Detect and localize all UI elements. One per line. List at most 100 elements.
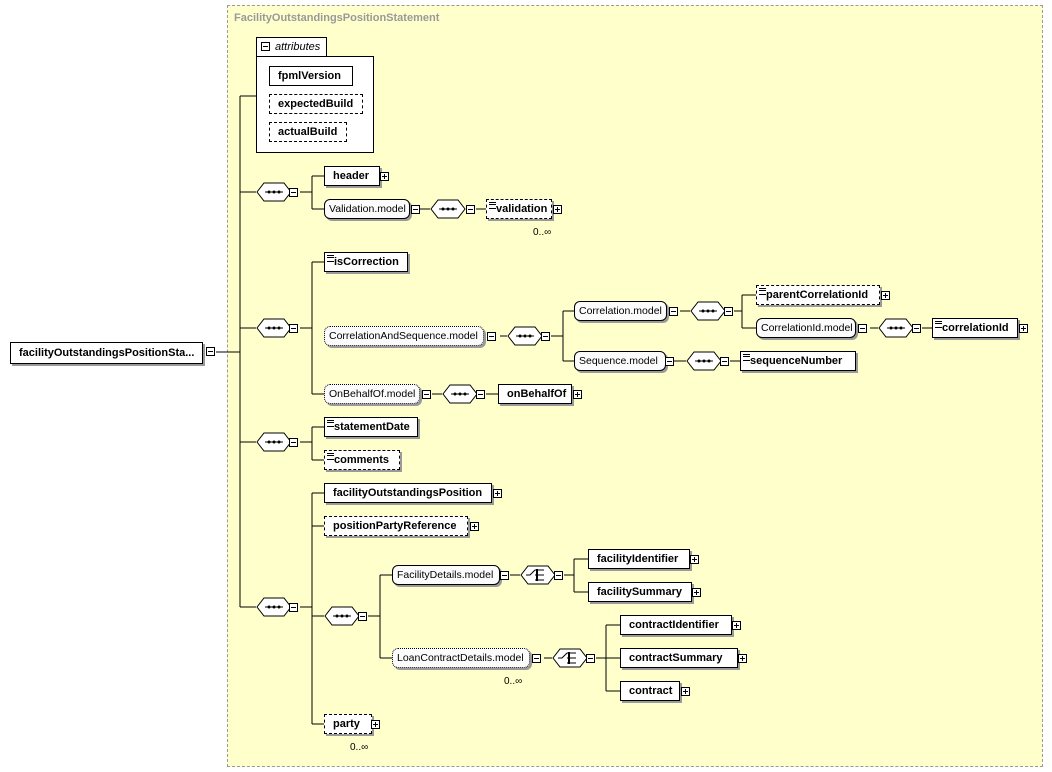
element-comments[interactable]: comments <box>324 450 400 470</box>
element-party[interactable]: party <box>324 714 372 734</box>
element-validation-label: validation <box>496 203 548 215</box>
choice-compositor-loancontract[interactable] <box>552 648 588 668</box>
element-correlationid-label: correlationId <box>942 322 1009 334</box>
expand-toggle-onbehalfof[interactable] <box>573 390 582 399</box>
group-loancontractdetails-model[interactable]: LoanContractDetails.model <box>392 648 530 668</box>
sequence-compositor-3[interactable] <box>256 432 292 452</box>
collapse-toggle-onbehalfof-seq[interactable] <box>476 390 485 399</box>
group-validation-model-label: Validation.model <box>329 203 406 215</box>
element-contractsummary-label: contractSummary <box>629 652 723 664</box>
collapse-toggle-onbehalfof-model[interactable] <box>422 390 431 399</box>
sequence-compositor-4[interactable] <box>256 597 292 617</box>
group-facilitydetails-model-label: FacilityDetails.model <box>397 569 494 581</box>
group-correlation-model[interactable]: Correlation.model <box>574 301 667 321</box>
element-correlationid[interactable]: correlationId <box>932 318 1018 338</box>
sequence-compositor-5[interactable] <box>324 606 360 626</box>
collapse-toggle-correlationid-model[interactable] <box>858 324 867 333</box>
element-contract[interactable]: contract <box>620 681 680 701</box>
group-correlationid-model[interactable]: CorrelationId.model <box>756 318 856 338</box>
group-validation-model[interactable]: Validation.model <box>324 199 410 219</box>
collapse-toggle-correlation-and-sequence[interactable] <box>487 332 496 341</box>
multiplicity-validation: 0..∞ <box>533 227 552 238</box>
expand-toggle-facilityidentifier[interactable] <box>690 555 699 564</box>
element-statementdate[interactable]: statementDate <box>324 417 418 437</box>
choice-compositor-facilitydetails[interactable] <box>520 565 556 585</box>
expand-toggle-positionpartyreference[interactable] <box>470 522 479 531</box>
expand-toggle-contract[interactable] <box>681 687 690 696</box>
group-loancontractdetails-model-label: LoanContractDetails.model <box>397 652 524 664</box>
collapse-toggle-seq5[interactable] <box>358 612 367 621</box>
collapse-toggle-seq1[interactable] <box>289 188 298 197</box>
element-header-label: header <box>333 170 370 182</box>
panel-title: FacilityOutstandingsPositionStatement <box>234 12 440 24</box>
expand-toggle-facilityoutstandingsposition[interactable] <box>493 489 502 498</box>
collapse-toggle-seq2[interactable] <box>289 324 298 333</box>
collapse-toggle-corr-seq-seq[interactable] <box>541 332 550 341</box>
collapse-toggle-sequence-model[interactable] <box>665 357 674 366</box>
root-element[interactable]: facilityOutstandingsPositionSta... <box>10 342 203 364</box>
element-onbehalfof[interactable]: onBehalfOf <box>498 384 572 404</box>
collapse-toggle-seq3[interactable] <box>289 438 298 447</box>
collapse-toggle-loancontractdetails-model[interactable] <box>532 654 541 663</box>
collapse-toggle-correlationid-seq[interactable] <box>912 324 921 333</box>
element-facilityidentifier-label: facilityIdentifier <box>597 553 679 565</box>
sequence-compositor-corr-seq[interactable] <box>507 326 543 346</box>
element-facilityidentifier[interactable]: facilityIdentifier <box>588 549 690 569</box>
attribute-fpmlversion[interactable]: fpmlVersion <box>269 66 353 86</box>
element-facilityoutstandingsposition[interactable]: facilityOutstandingsPosition <box>324 483 492 503</box>
expand-toggle-contractidentifier[interactable] <box>732 621 741 630</box>
collapse-toggle-validation-seq[interactable] <box>466 205 475 214</box>
element-contract-label: contract <box>629 685 673 697</box>
expand-toggle-correlationid[interactable] <box>1019 324 1028 333</box>
group-sequence-model[interactable]: Sequence.model <box>574 351 666 371</box>
collapse-toggle-facilitydetails-model[interactable] <box>500 571 509 580</box>
group-onbehalfof-model[interactable]: OnBehalfOf.model <box>324 384 420 404</box>
expand-toggle-header[interactable] <box>380 172 389 181</box>
sequence-compositor-sequence[interactable] <box>686 351 722 371</box>
element-facilitysummary[interactable]: facilitySummary <box>588 582 692 602</box>
sequence-compositor-onbehalfof[interactable] <box>442 384 478 404</box>
expand-toggle-validation[interactable] <box>553 205 562 214</box>
root-element-label: facilityOutstandingsPositionSta... <box>19 347 195 359</box>
sequence-compositor-correlation[interactable] <box>690 301 726 321</box>
element-iscorrection[interactable]: isCorrection <box>324 252 408 272</box>
element-sequencenumber[interactable]: sequenceNumber <box>740 351 856 371</box>
collapse-toggle-correlation-model[interactable] <box>669 307 678 316</box>
element-parentcorrelationid-label: parentCorrelationId <box>766 289 869 301</box>
collapse-toggle-facilitydetails-choice[interactable] <box>554 571 563 580</box>
attribute-actualbuild[interactable]: actualBuild <box>269 122 347 142</box>
collapse-toggle-seq4[interactable] <box>289 603 298 612</box>
element-validation[interactable]: validation <box>486 199 552 219</box>
group-facilitydetails-model[interactable]: FacilityDetails.model <box>392 565 500 585</box>
group-correlation-and-sequence-model[interactable]: CorrelationAndSequence.model <box>324 326 484 346</box>
expand-toggle-contractsummary[interactable] <box>738 654 747 663</box>
element-contractidentifier-label: contractIdentifier <box>629 619 719 631</box>
element-comments-label: comments <box>334 454 390 466</box>
simple-type-icon <box>935 321 942 328</box>
element-positionpartyreference[interactable]: positionPartyReference <box>324 516 468 536</box>
simple-type-icon <box>327 255 334 262</box>
expand-toggle-parentcorrelationid[interactable] <box>881 291 890 300</box>
element-facilityoutstandingsposition-label: facilityOutstandingsPosition <box>333 487 483 499</box>
collapse-toggle-validation-model[interactable] <box>411 205 420 214</box>
collapse-toggle-correlation-seq[interactable] <box>724 307 733 316</box>
element-contractidentifier[interactable]: contractIdentifier <box>620 615 732 635</box>
group-correlation-and-sequence-model-label: CorrelationAndSequence.model <box>329 330 478 342</box>
attributes-collapse-toggle[interactable] <box>261 42 270 51</box>
collapse-toggle-loancontract-choice[interactable] <box>586 654 595 663</box>
sequence-compositor-validation[interactable] <box>430 199 466 219</box>
expand-toggle-facilitysummary[interactable] <box>692 588 701 597</box>
collapse-toggle-sequence-seq[interactable] <box>720 357 729 366</box>
sequence-compositor-1[interactable] <box>256 182 292 202</box>
group-onbehalfof-model-label: OnBehalfOf.model <box>329 388 416 400</box>
multiplicity-party: 0..∞ <box>350 742 369 753</box>
element-iscorrection-label: isCorrection <box>334 256 399 268</box>
sequence-compositor-2[interactable] <box>256 318 292 338</box>
element-contractsummary[interactable]: contractSummary <box>620 648 738 668</box>
attribute-expectedbuild[interactable]: expectedBuild <box>269 94 363 114</box>
sequence-compositor-correlationid[interactable] <box>878 318 914 338</box>
element-header[interactable]: header <box>324 166 380 186</box>
expand-toggle-party[interactable] <box>371 720 380 729</box>
element-parentcorrelationid[interactable]: parentCorrelationId <box>756 285 880 305</box>
collapse-toggle-root[interactable] <box>206 347 215 356</box>
